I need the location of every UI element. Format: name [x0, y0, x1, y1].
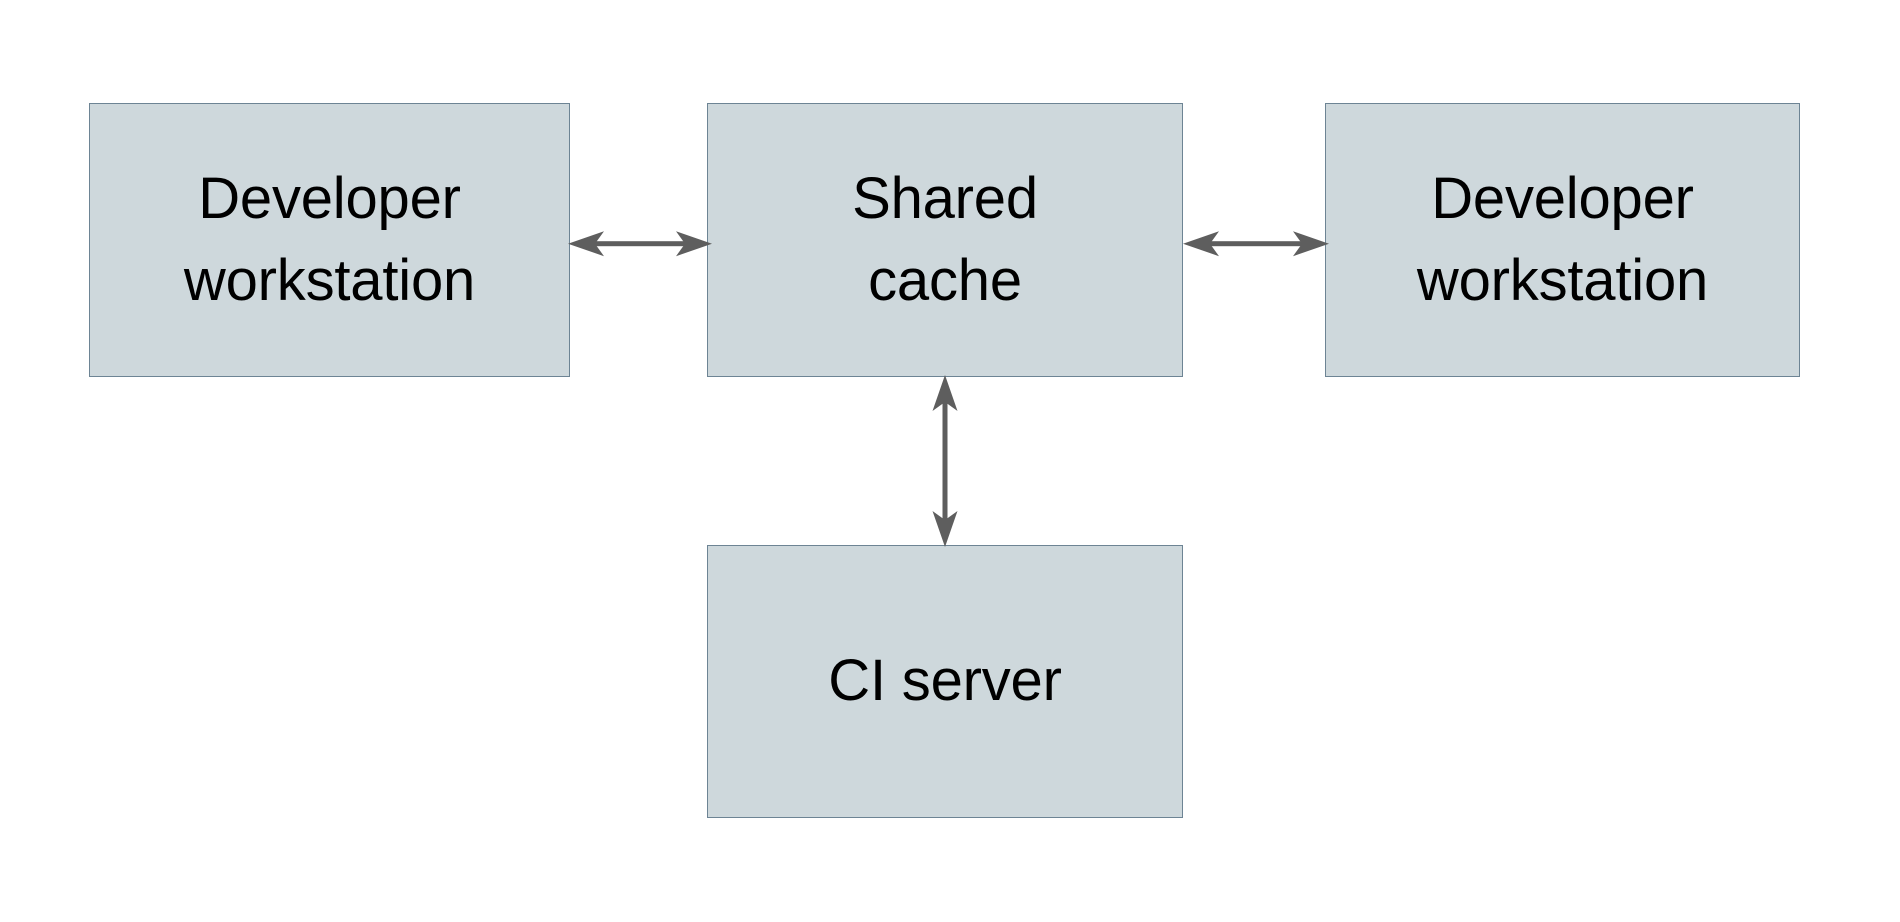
- edge-shared-cache-to-ci-server[interactable]: [905, 368, 985, 554]
- bidirectional-arrow-icon: [568, 231, 712, 257]
- edge-dev-left-to-shared-cache[interactable]: [560, 205, 720, 285]
- node-ci-server[interactable]: CI server: [707, 545, 1183, 818]
- node-shared-cache[interactable]: Shared cache: [707, 103, 1183, 377]
- bidirectional-arrow-icon: [932, 375, 958, 547]
- node-label: Developer workstation: [183, 165, 476, 313]
- node-label: Shared cache: [852, 165, 1038, 313]
- node-label: Developer workstation: [1416, 165, 1709, 313]
- bidirectional-arrow-icon: [1183, 231, 1329, 257]
- node-developer-workstation-left[interactable]: Developer workstation: [89, 103, 570, 377]
- edge-shared-cache-to-dev-right[interactable]: [1173, 205, 1338, 285]
- node-label: CI server: [828, 648, 1062, 714]
- node-developer-workstation-right[interactable]: Developer workstation: [1325, 103, 1800, 377]
